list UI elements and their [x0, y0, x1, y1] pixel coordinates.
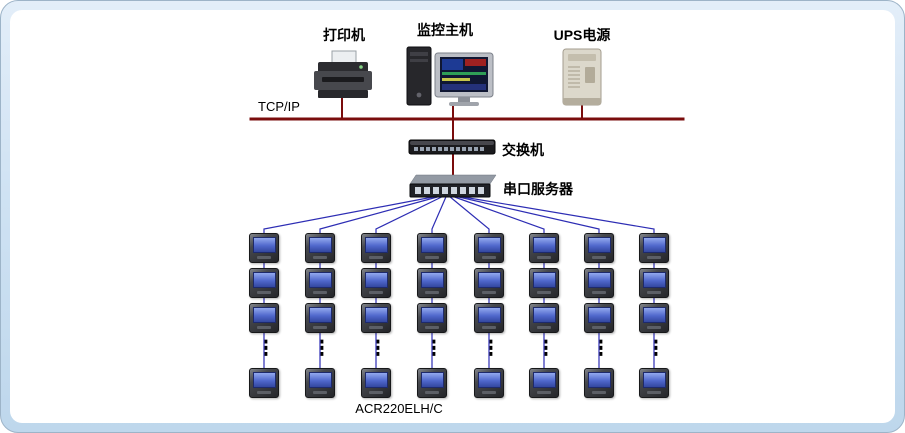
meter-icon	[361, 303, 391, 333]
meter-model-label: ACR220ELH/C	[355, 401, 443, 416]
ellipsis: ⋮	[648, 335, 664, 361]
meter-icon	[529, 368, 559, 398]
tcpip-label: TCP/IP	[258, 99, 300, 114]
meter-icon	[305, 368, 335, 398]
meter-icon	[474, 368, 504, 398]
ellipsis: ⋮	[538, 335, 554, 361]
meter-icon	[305, 268, 335, 298]
meter-icon	[249, 303, 279, 333]
meter-icon	[529, 268, 559, 298]
meter-icon	[474, 268, 504, 298]
meter-icon	[639, 368, 669, 398]
meter-icon	[529, 233, 559, 263]
meter-icon	[474, 303, 504, 333]
meter-icon	[305, 233, 335, 263]
meter-icon	[584, 268, 614, 298]
meter-icon	[361, 233, 391, 263]
ellipsis: ⋮	[258, 335, 274, 361]
ups-icon	[562, 48, 602, 106]
ellipsis: ⋮	[314, 335, 330, 361]
meter-icon	[584, 233, 614, 263]
meter-icon	[361, 268, 391, 298]
switch-icon	[408, 139, 496, 155]
printer-label: 打印机	[323, 27, 365, 43]
meter-icon	[474, 233, 504, 263]
meter-icon	[417, 303, 447, 333]
meter-icon	[417, 233, 447, 263]
meter-icon	[529, 303, 559, 333]
meter-icon	[249, 368, 279, 398]
meter-icon	[305, 303, 335, 333]
meter-icon	[584, 303, 614, 333]
serial-server-label: 串口服务器	[503, 181, 573, 197]
meter-icon	[249, 233, 279, 263]
meter-icon	[639, 303, 669, 333]
ups-label: UPS电源	[553, 27, 611, 43]
ellipsis: ⋮	[593, 335, 609, 361]
ellipsis: ⋮	[483, 335, 499, 361]
meter-icon	[584, 368, 614, 398]
monitor-host-icon	[406, 46, 494, 106]
switch-label: 交换机	[502, 142, 544, 158]
meter-icon	[417, 268, 447, 298]
ellipsis: ⋮	[370, 335, 386, 361]
ellipsis: ⋮	[426, 335, 442, 361]
tcpip-bus-lines	[249, 97, 685, 175]
meter-icon	[249, 268, 279, 298]
serial-server-icon	[409, 174, 497, 198]
host-label: 监控主机	[417, 22, 473, 38]
meter-icon	[639, 233, 669, 263]
meter-icon	[361, 368, 391, 398]
meter-icon	[639, 268, 669, 298]
printer-icon	[314, 50, 372, 98]
meter-icon	[417, 368, 447, 398]
